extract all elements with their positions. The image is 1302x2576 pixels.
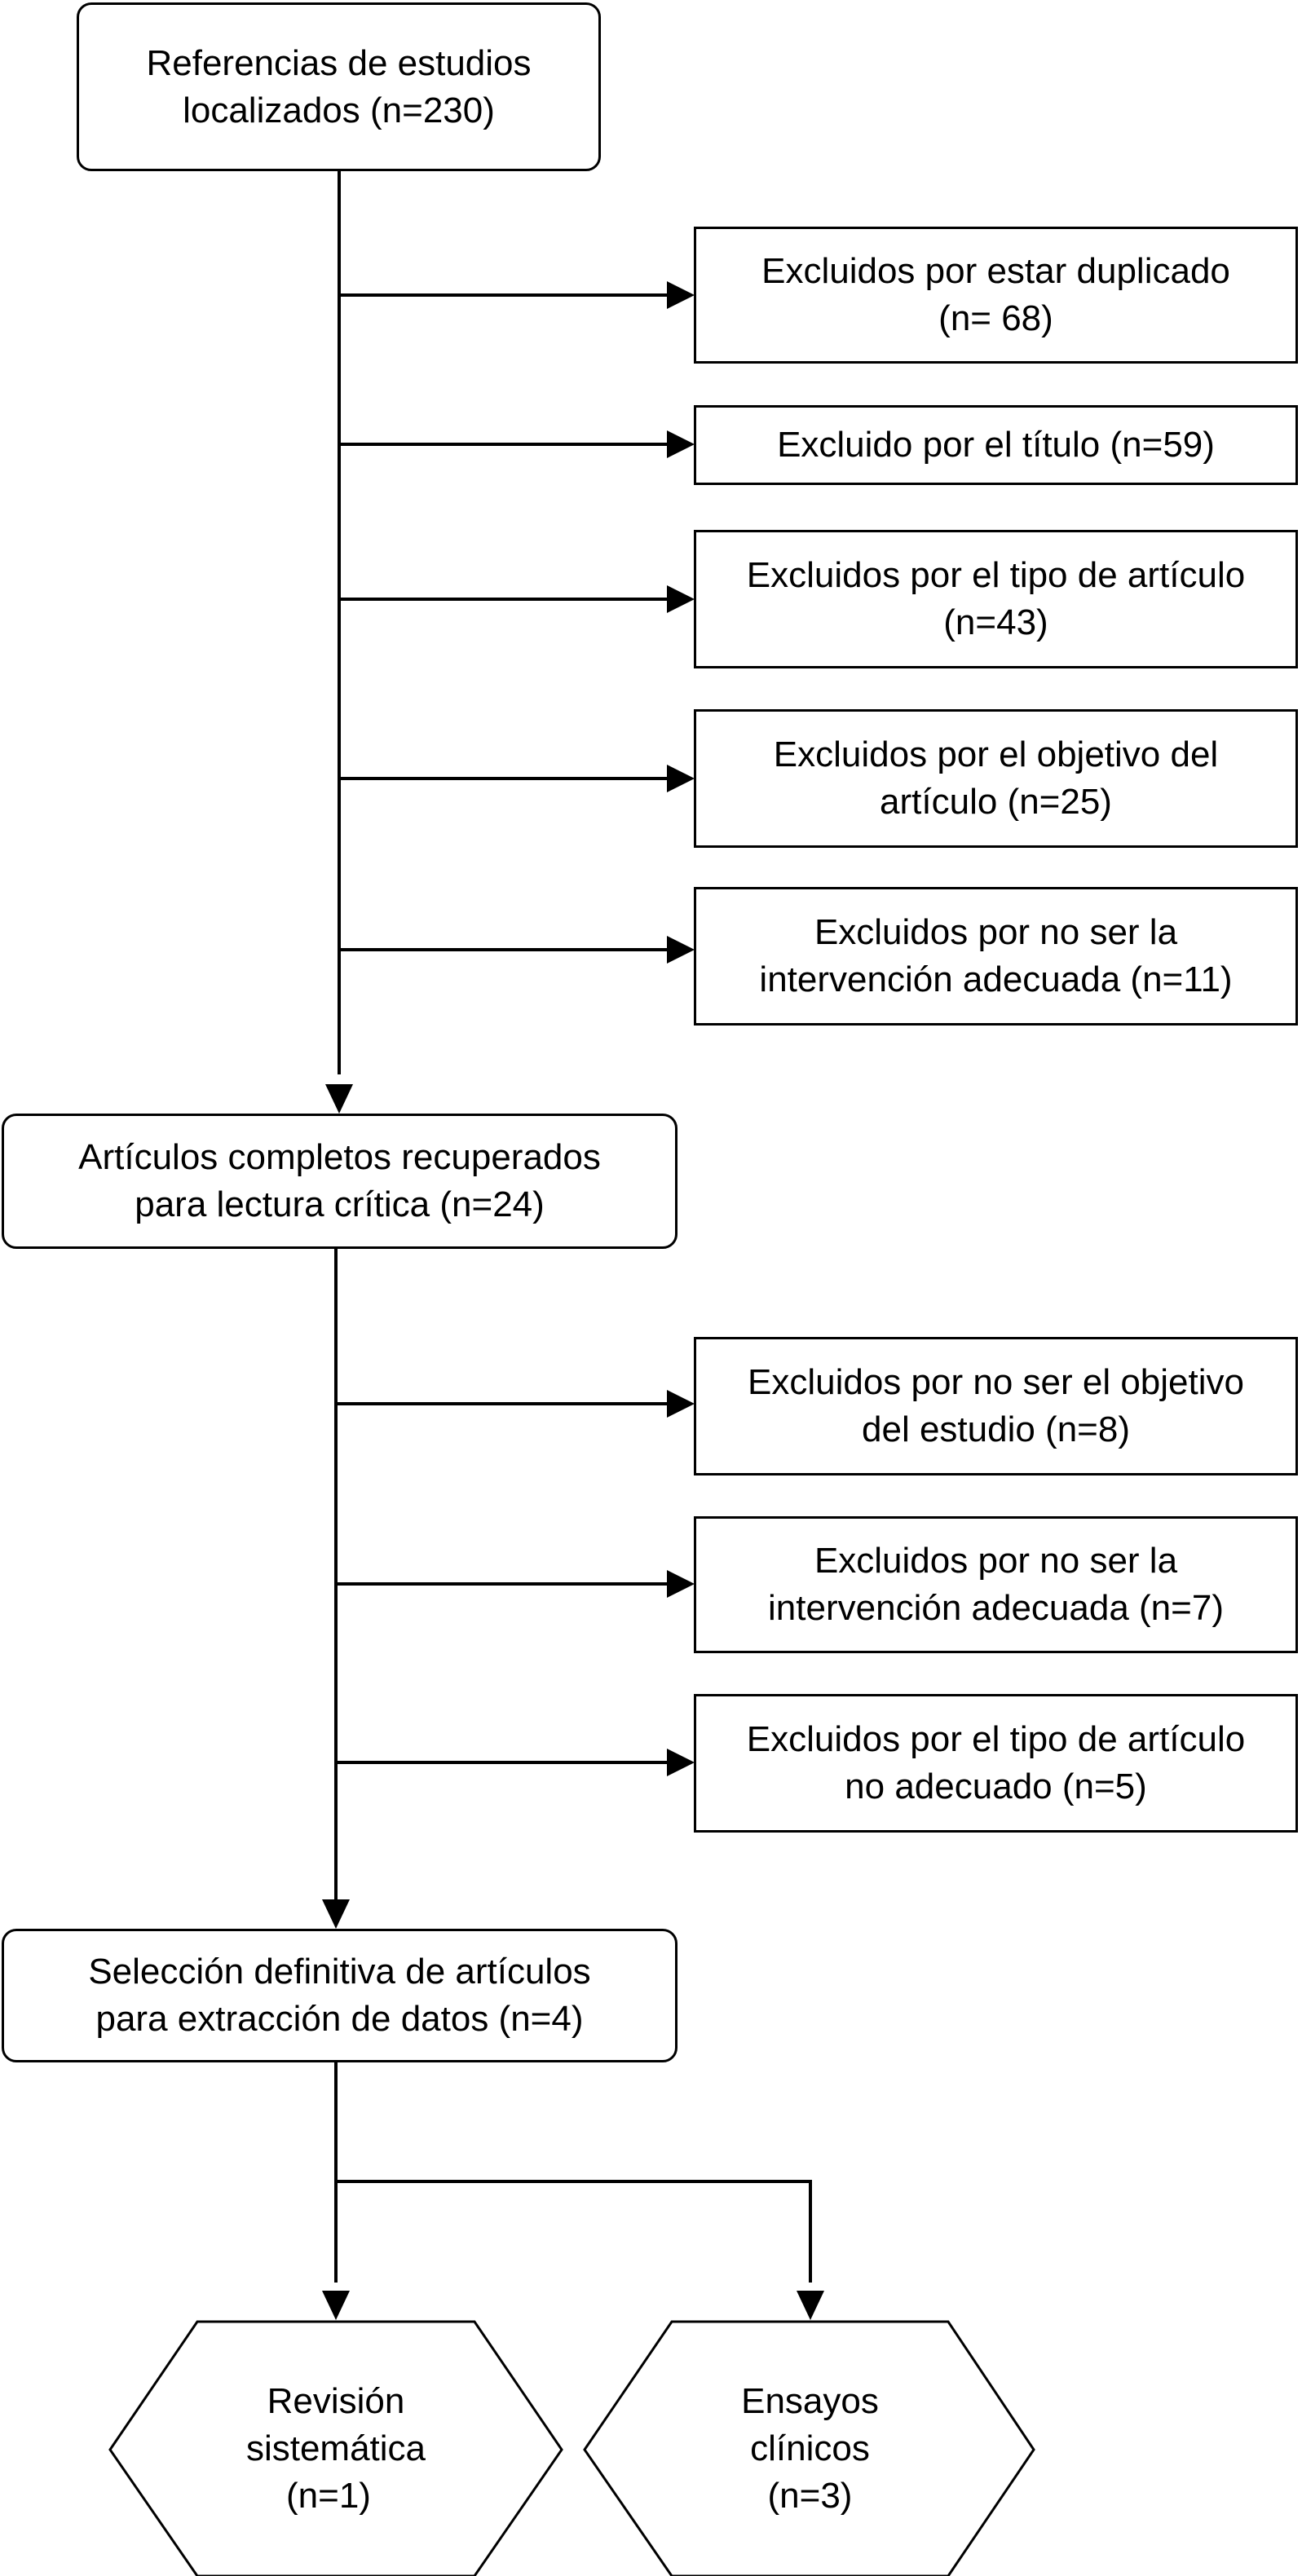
outcome-review-line-3: (n=1)	[286, 2476, 371, 2516]
exclusion-box-article-type-line-2: (n=43)	[943, 602, 1048, 642]
arrowhead-trials	[797, 2291, 824, 2320]
arrowhead-exclusion-5	[667, 936, 695, 964]
arrowhead-exclusion-6	[667, 1390, 695, 1418]
selection-box-line-2: para extracción de datos (n=4)	[95, 1999, 584, 2039]
exclusion-box-article-type-2-line-2: no adecuado (n=5)	[845, 1767, 1147, 1806]
exclusion-box-intervention-2-line-1: Excluidos por no ser la	[814, 1541, 1178, 1581]
start-box-line-2: localizados (n=230)	[183, 90, 495, 130]
exclusion-box-objective-line-2: artículo (n=25)	[880, 782, 1112, 822]
retrieved-box-line-1: Artículos completos recuperados	[78, 1137, 601, 1177]
exclusion-box-title-line-1: Excluido por el título (n=59)	[777, 425, 1215, 465]
exclusion-box-intervention-2: Excluidos por no ser la intervención ade…	[694, 1516, 1298, 1653]
exclusion-box-intervention-2-line-2: intervención adecuada (n=7)	[768, 1588, 1224, 1628]
exclusion-box-study-objective-line-1: Excluidos por no ser el objetivo	[748, 1362, 1244, 1402]
exclusion-box-objective: Excluidos por el objetivo del artículo (…	[694, 709, 1298, 848]
outcome-trials-line-3: (n=3)	[767, 2476, 853, 2516]
exclusion-box-title: Excluido por el título (n=59)	[694, 405, 1298, 485]
outcome-trials-line-2: clínicos	[750, 2428, 870, 2468]
exclusion-box-article-type-2: Excluidos por el tipo de artículo no ade…	[694, 1694, 1298, 1833]
hexagon-trials	[583, 2320, 1035, 2576]
outcome-trials-line-1: Ensayos	[741, 2381, 879, 2421]
arrowhead-review	[322, 2291, 350, 2320]
arrowhead-exclusion-3	[667, 585, 695, 613]
outcome-review: Revisión sistemática (n=1)	[197, 2322, 474, 2576]
arrowhead-exclusion-1	[667, 281, 695, 309]
start-box-line-1: Referencias de estudios	[146, 42, 532, 83]
arrowhead-exclusion-7	[667, 1570, 695, 1598]
exclusion-box-study-objective-line-2: del estudio (n=8)	[862, 1409, 1130, 1449]
exclusion-box-article-type: Excluidos por el tipo de artículo (n=43)	[694, 530, 1298, 668]
retrieved-box-line-2: para lectura crítica (n=24)	[135, 1184, 545, 1224]
exclusion-box-duplicate-line-2: (n= 68)	[938, 298, 1053, 338]
connector-selection-to-trials	[336, 2180, 812, 2283]
arrowhead-exclusion-2	[667, 430, 695, 458]
exclusion-box-study-objective: Excluidos por no ser el objetivo del est…	[694, 1337, 1298, 1475]
selection-box: Selección definitiva de artículos para e…	[2, 1929, 677, 2062]
start-box: Referencias de estudios localizados (n=2…	[77, 2, 601, 171]
exclusion-box-objective-line-1: Excluidos por el objetivo del	[773, 734, 1219, 774]
retrieved-box: Artículos completos recuperados para lec…	[2, 1114, 677, 1249]
outcome-trials: Ensayos clínicos (n=3)	[672, 2322, 948, 2576]
arrowhead-retrieved	[325, 1084, 353, 1114]
exclusion-box-intervention-line-1: Excluidos por no ser la	[814, 912, 1178, 952]
exclusion-box-duplicate-line-1: Excluidos por estar duplicado	[761, 251, 1230, 291]
exclusion-box-intervention-line-2: intervención adecuada (n=11)	[759, 959, 1233, 999]
hexagon-review	[108, 2320, 563, 2576]
arrowhead-exclusion-8	[667, 1749, 695, 1776]
arrowhead-exclusion-4	[667, 765, 695, 792]
arrowhead-selection	[322, 1899, 350, 1929]
exclusion-box-duplicate: Excluidos por estar duplicado (n= 68)	[694, 227, 1298, 364]
exclusion-box-article-type-line-1: Excluidos por el tipo de artículo	[746, 555, 1246, 595]
exclusion-box-article-type-2-line-1: Excluidos por el tipo de artículo	[746, 1719, 1246, 1759]
selection-box-line-1: Selección definitiva de artículos	[88, 1952, 591, 1992]
outcome-review-line-1: Revisión	[267, 2381, 405, 2421]
outcome-review-line-2: sistemática	[245, 2428, 426, 2468]
exclusion-box-intervention: Excluidos por no ser la intervención ade…	[694, 887, 1298, 1026]
